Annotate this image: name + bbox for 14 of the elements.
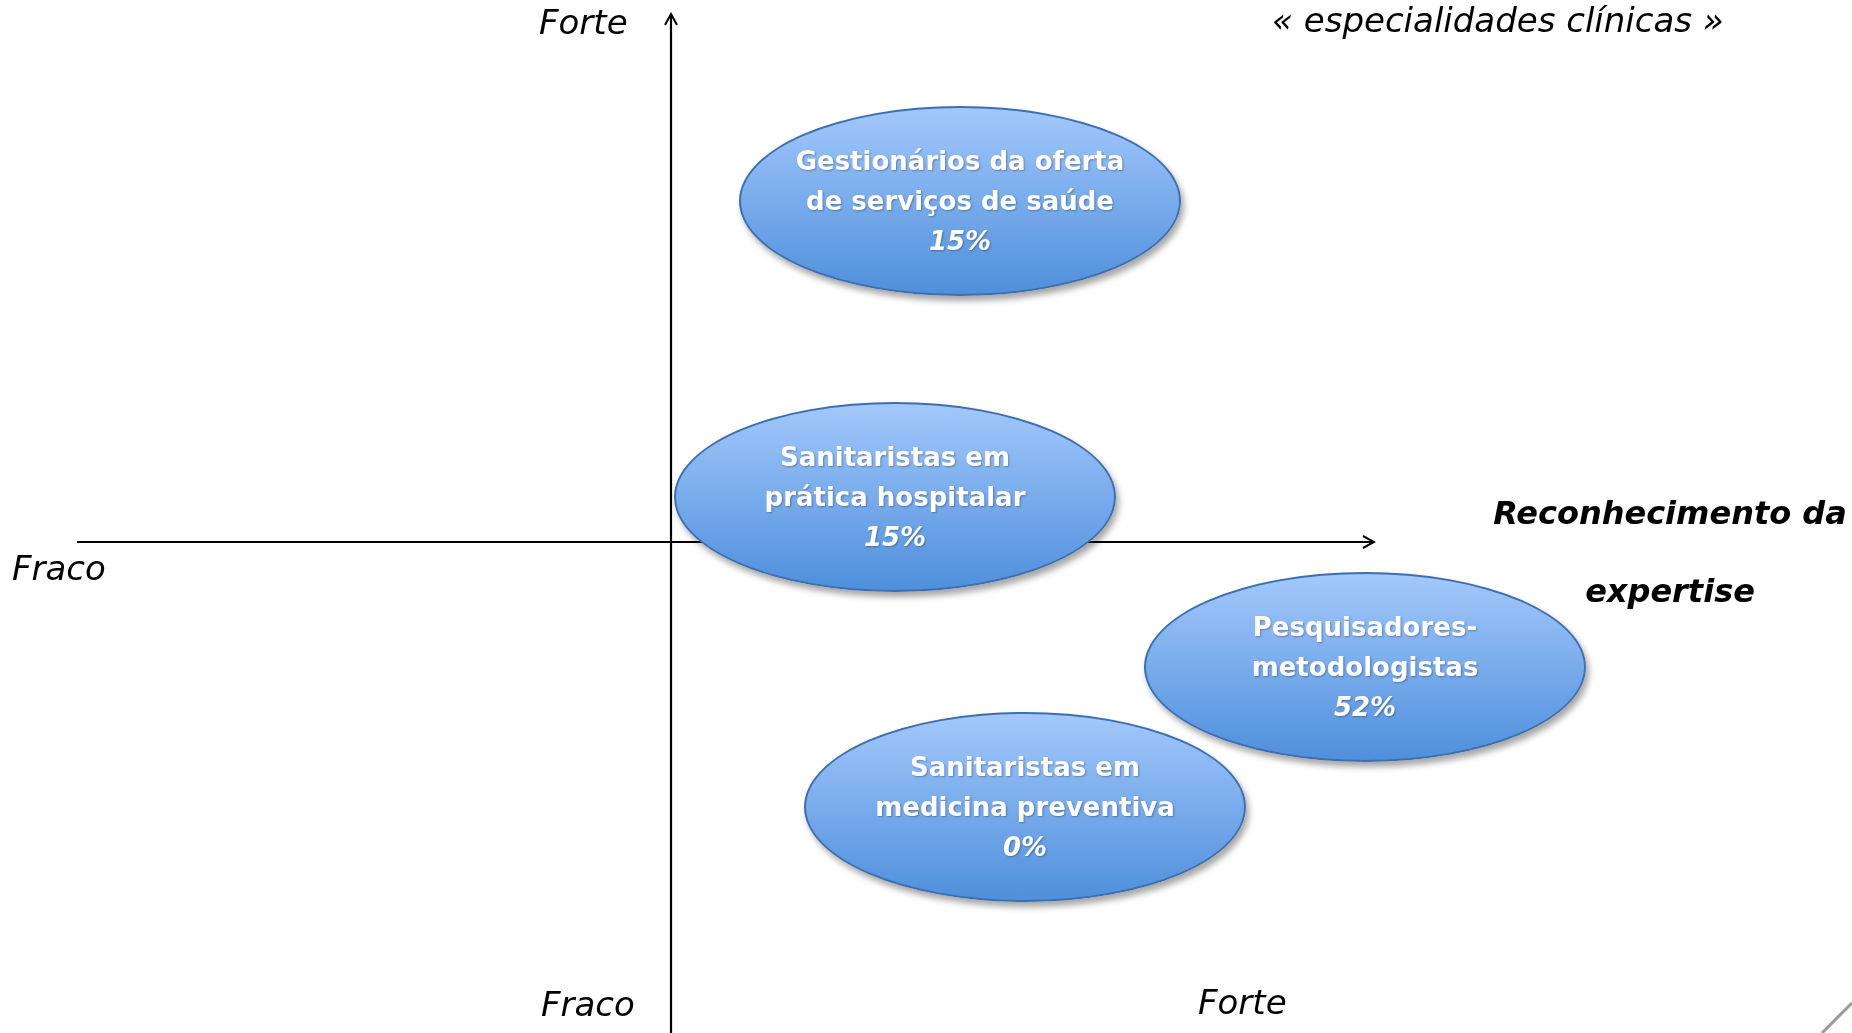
- axis-title: « especialidades clínicas »: [1272, 0, 1724, 40]
- axis-title: Reconhecimento da expertise: [1492, 493, 1848, 612]
- percentage: 52%: [1333, 691, 1397, 724]
- group-name: Pesquisadores-metodologistas: [1250, 611, 1480, 684]
- axis-label: Forte: [1198, 982, 1287, 1022]
- group-name: Sanitaristas em medicina preventiva: [874, 751, 1176, 824]
- axis-label: Fraco: [541, 984, 635, 1024]
- percentage: 0%: [1002, 831, 1048, 864]
- group-name: Sanitaristas em prática hospitalar: [763, 441, 1027, 514]
- percentage: 15%: [928, 225, 992, 258]
- axis-label: Forte: [539, 2, 628, 42]
- percentage: 15%: [863, 521, 927, 554]
- group-name: Gestionários da oferta de serviços de saúde: [795, 145, 1125, 218]
- axis-label: Fraco: [12, 548, 106, 588]
